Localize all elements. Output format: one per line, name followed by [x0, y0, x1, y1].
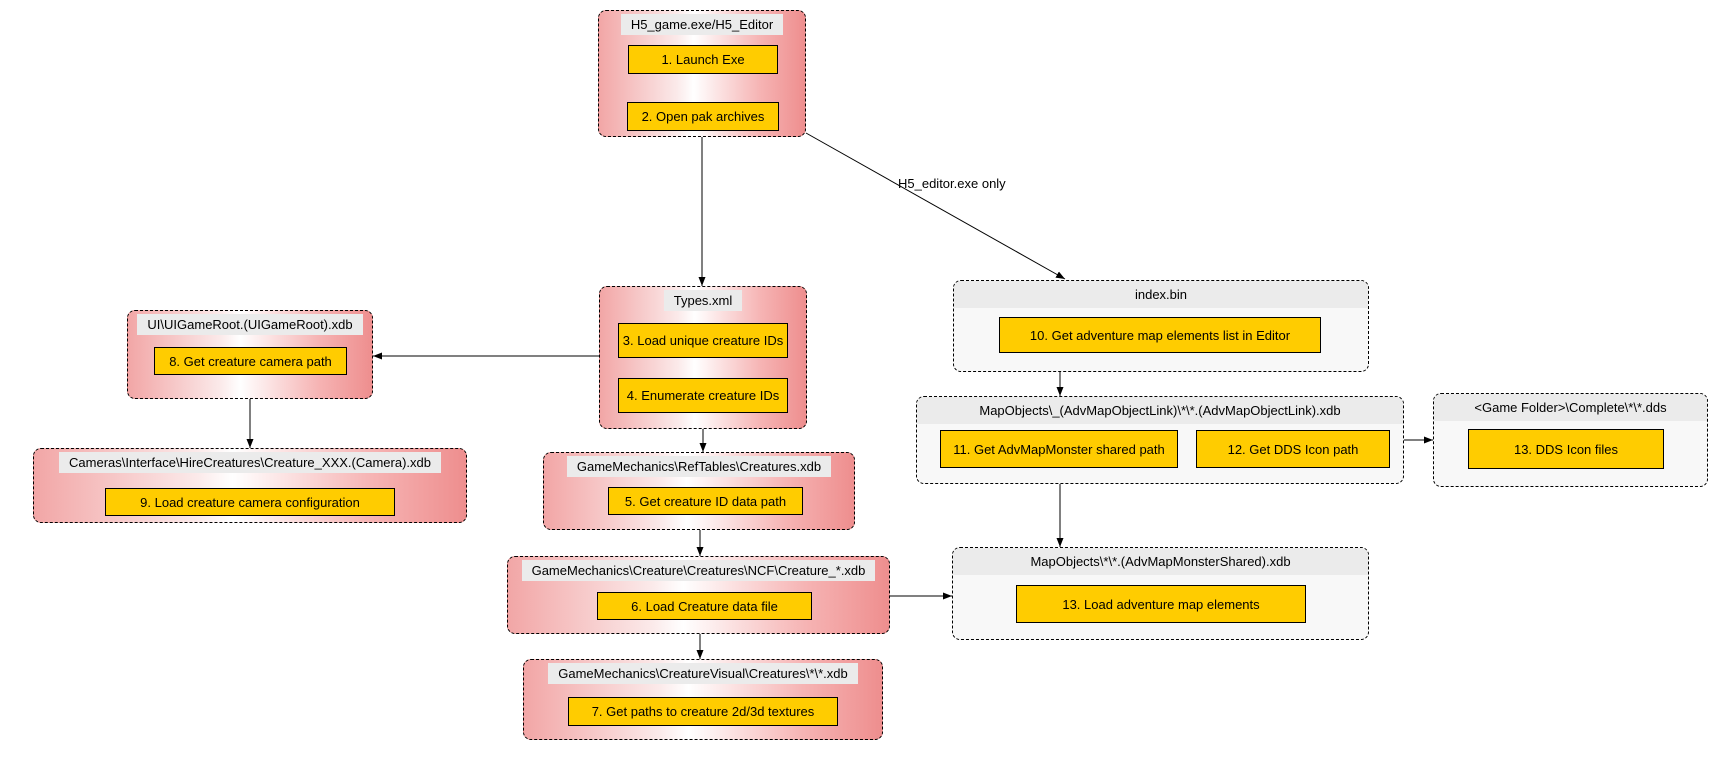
- step-11-get-advmapmonster-shared-path: 11. Get AdvMapMonster shared path: [940, 430, 1178, 468]
- step-3-load-unique-creature-ids: 3. Load unique creature IDs: [618, 323, 788, 358]
- step-8-get-creature-camera-path: 8. Get creature camera path: [154, 347, 347, 375]
- step-12-get-dds-icon-path: 12. Get DDS Icon path: [1196, 430, 1390, 468]
- container-advmapmonstershared-title: MapObjects\*\*.(AdvMapMonsterShared).xdb: [953, 548, 1368, 575]
- step-9-load-creature-camera-configuration: 9. Load creature camera configuration: [105, 488, 395, 516]
- step-13-load-adventure-map-elements: 13. Load adventure map elements: [1016, 585, 1306, 623]
- arrow-game-indexbin: [805, 132, 1066, 280]
- container-ui-gameroot-title: UI\UIGameRoot.(UIGameRoot).xdb: [137, 314, 363, 335]
- container-h5-game-title: H5_game.exe/H5_Editor: [620, 14, 784, 35]
- container-advmapobjectlink-title: MapObjects\_(AdvMapObjectLink)\*\*.(AdvM…: [917, 397, 1403, 424]
- container-ncf-creature-title: GameMechanics\Creature\Creatures\NCF\Cre…: [521, 560, 876, 581]
- edge-label-h5-editor-only: H5_editor.exe only: [898, 176, 1006, 191]
- step-4-enumerate-creature-ids: 4. Enumerate creature IDs: [618, 378, 788, 413]
- step-6-load-creature-data-file: 6. Load Creature data file: [597, 592, 812, 620]
- container-creaturevisual-title: GameMechanics\CreatureVisual\Creatures\*…: [548, 663, 858, 684]
- step-7-get-paths-to-creature-textures: 7. Get paths to creature 2d/3d textures: [568, 697, 838, 726]
- container-types-xml-title: Types.xml: [663, 290, 743, 311]
- step-10-get-adventure-map-elements-list: 10. Get adventure map elements list in E…: [999, 317, 1321, 353]
- container-reftables-creatures-title: GameMechanics\RefTables\Creatures.xdb: [566, 456, 832, 477]
- container-game-folder-dds-title: <Game Folder>\Complete\*\*.dds: [1434, 394, 1707, 421]
- step-2-open-pak-archives: 2. Open pak archives: [627, 102, 779, 131]
- container-cameras-hirecreatures-title: Cameras\Interface\HireCreatures\Creature…: [59, 452, 441, 473]
- container-ncf-creature: GameMechanics\Creature\Creatures\NCF\Cre…: [507, 556, 890, 634]
- step-5-get-creature-id-data-path: 5. Get creature ID data path: [608, 487, 803, 515]
- container-index-bin-title: index.bin: [954, 281, 1368, 308]
- step-13-dds-icon-files: 13. DDS Icon files: [1468, 429, 1664, 469]
- step-1-launch-exe: 1. Launch Exe: [628, 45, 778, 74]
